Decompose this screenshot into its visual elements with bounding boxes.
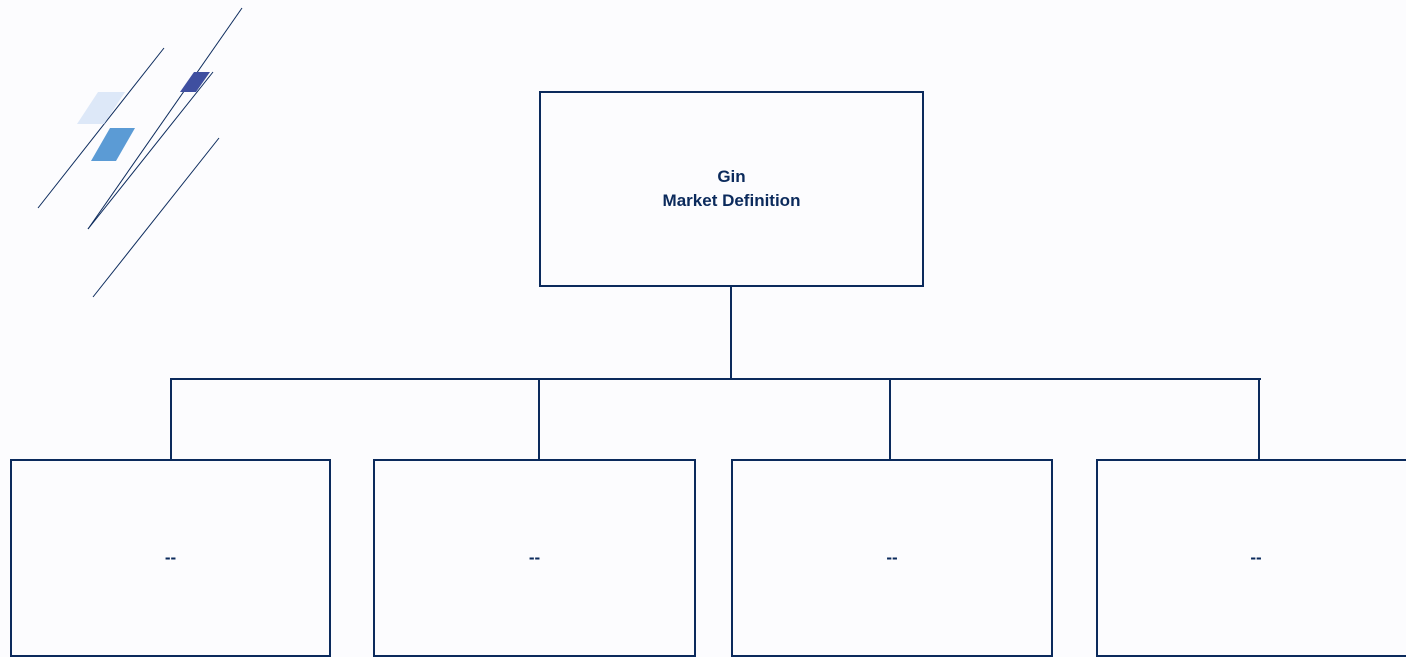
child-node-3: -- bbox=[731, 459, 1053, 657]
child-node-2: -- bbox=[373, 459, 696, 657]
root-title: Gin bbox=[717, 167, 746, 186]
child-1-connector-line bbox=[170, 378, 172, 460]
child-node-1: -- bbox=[10, 459, 331, 657]
child-node-label: -- bbox=[886, 548, 898, 567]
light-diamond-shape bbox=[77, 92, 125, 124]
dark-diamond-shape bbox=[180, 72, 210, 92]
child-3-connector-line bbox=[889, 378, 891, 460]
child-node-4: -- bbox=[1096, 459, 1406, 657]
child-node-label: -- bbox=[164, 548, 177, 567]
root-connector-line bbox=[730, 286, 732, 379]
child-2-connector-line bbox=[538, 378, 540, 460]
mid-diamond-shape bbox=[91, 128, 135, 161]
child-node-label: -- bbox=[528, 548, 541, 567]
horizontal-connector-line bbox=[170, 378, 1261, 380]
child-4-connector-line bbox=[1258, 378, 1260, 460]
root-node: Gin Market Definition bbox=[539, 91, 924, 287]
root-subtitle: Market Definition bbox=[662, 191, 801, 210]
diagonal-lines-logo bbox=[37, 7, 243, 298]
child-node-label: -- bbox=[1250, 548, 1262, 567]
